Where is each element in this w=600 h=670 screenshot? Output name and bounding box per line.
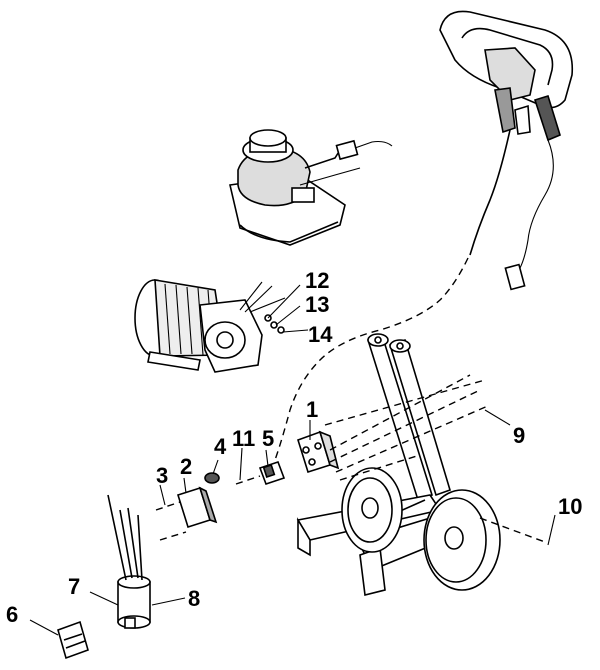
- handle-assembly: [439, 10, 574, 291]
- callout-2: 2: [180, 454, 192, 479]
- callout-14: 14: [308, 322, 333, 347]
- cable-path: [274, 257, 469, 461]
- assembly-lines: [324, 374, 546, 543]
- wheel-right: [423, 489, 501, 591]
- drive-motor: [134, 279, 286, 373]
- callout-11: 11: [232, 426, 255, 451]
- callout-5: 5: [262, 426, 274, 451]
- callout-8: 8: [188, 586, 200, 611]
- cover-plate: [176, 486, 218, 529]
- callout-1: 1: [306, 397, 318, 422]
- callout-3: 3: [156, 463, 168, 488]
- vacuum-motor: [229, 129, 393, 246]
- callout-10: 10: [558, 494, 582, 519]
- callout-12: 12: [305, 268, 329, 293]
- cord-clip: [57, 620, 89, 660]
- callout-9: 9: [513, 423, 525, 448]
- callout-13: 13: [305, 292, 329, 317]
- control-box: [297, 430, 340, 474]
- switch: [258, 460, 286, 486]
- wheel-left: [341, 467, 403, 553]
- callout-7: 7: [68, 574, 80, 599]
- leader-lines: [29, 284, 556, 636]
- grommet: [204, 472, 220, 484]
- capacitor: [107, 494, 151, 629]
- callout-6: 6: [6, 602, 18, 627]
- callout-4: 4: [214, 434, 227, 459]
